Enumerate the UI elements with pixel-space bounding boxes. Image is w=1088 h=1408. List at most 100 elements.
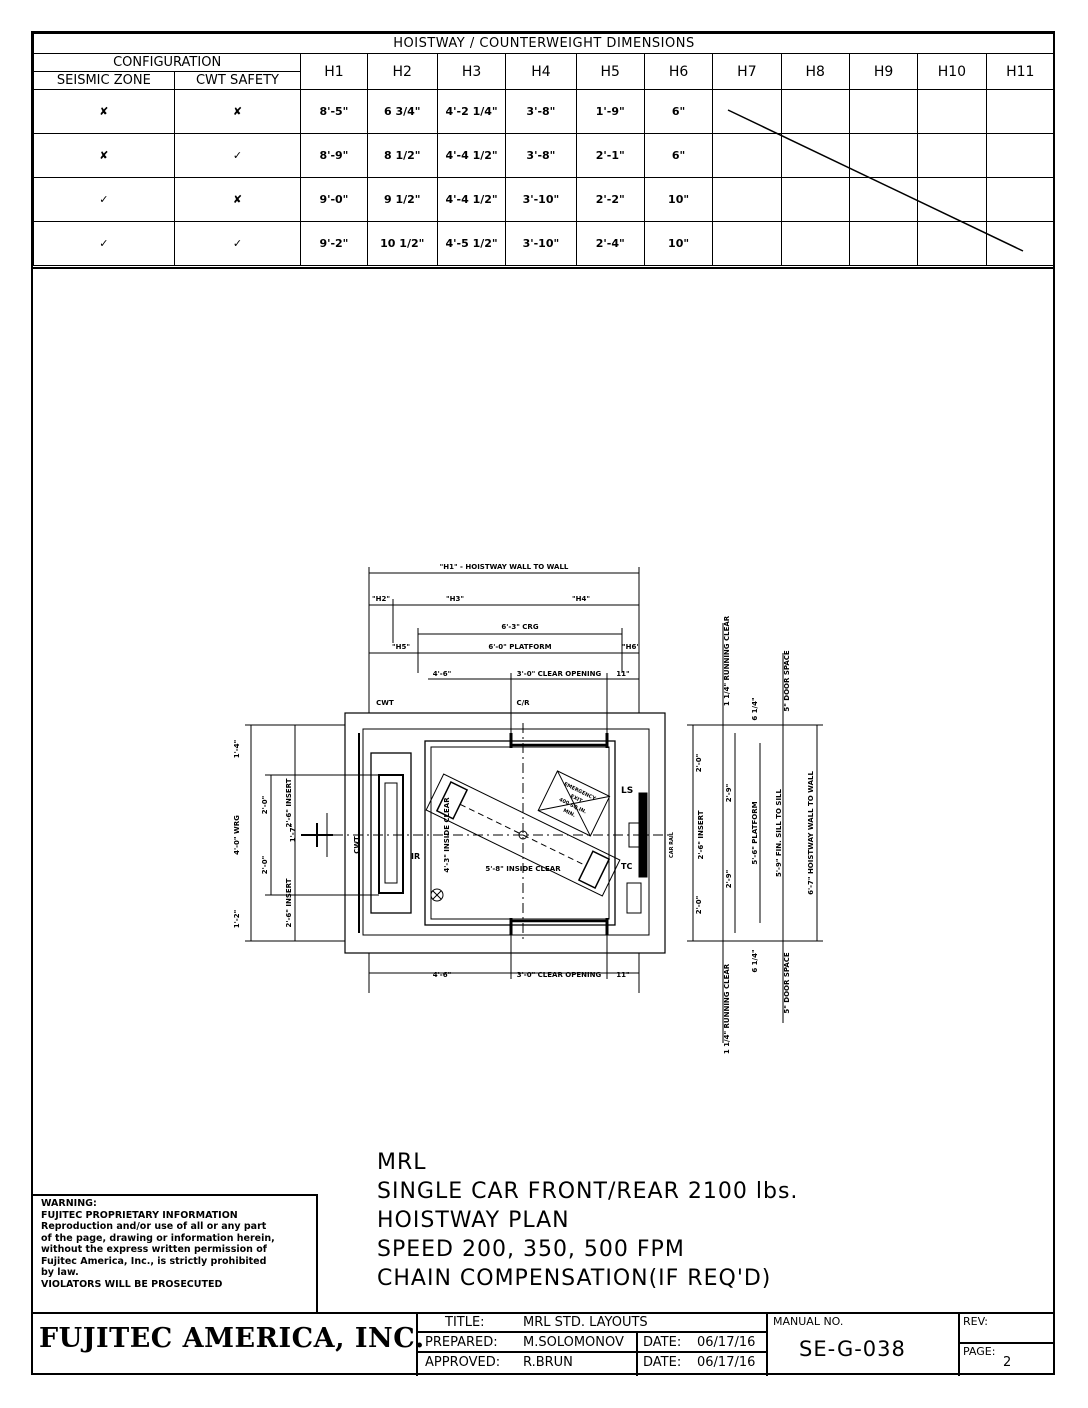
left-insert-top: 2'-6" INSERT <box>285 778 293 827</box>
left-dim-bottom: 1'-2" <box>233 910 241 928</box>
value-cell: 3'-8" <box>505 133 577 178</box>
h3-dim-label: "H3" <box>446 595 464 603</box>
hoistway-plan: "H1" - HOISTWAY WALL TO WALL "H2" "H3" "… <box>233 563 823 1054</box>
warning-right-rule <box>316 1194 318 1314</box>
title-label: TITLE: <box>445 1315 485 1330</box>
inside-clear-label: 5'-8" INSIDE CLEAR <box>485 865 561 873</box>
note-line: MRL <box>377 1150 427 1175</box>
rear-right-dim: 11" <box>616 971 629 979</box>
emergency-exit-line4: MIN. <box>562 808 576 819</box>
door-space-bottom: 5" DOOR SPACE <box>783 952 791 1014</box>
value-cell: 9 1/2" <box>366 177 438 222</box>
left-insert-bottom: 2'-6" INSERT <box>285 878 293 927</box>
h5-dim-label: "H5" <box>392 643 410 651</box>
right-dim-1: 2'-0" <box>695 754 703 772</box>
cwt-safety-cell: ✓ <box>173 133 302 178</box>
cwt-safety-cell: ✘ <box>173 177 302 222</box>
h2-dim-label: "H2" <box>372 595 390 603</box>
car-centerline-label: C/R <box>516 699 530 707</box>
ls-label: LS <box>621 786 633 796</box>
rev-label: REV: <box>963 1315 988 1328</box>
prepared-label: PREPARED: <box>425 1335 498 1350</box>
door-gap-bottom: 6 1/4" <box>751 949 759 972</box>
note-line: CHAIN COMPENSATION(IF REQ'D) <box>377 1266 772 1291</box>
sill-to-sill: 5'-9" FIN. SILL TO SILL <box>775 788 783 876</box>
door-gap-top: 6 1/4" <box>751 697 759 720</box>
warning-line: FUJITEC PROPRIETARY INFORMATION <box>41 1209 238 1221</box>
front-left-dim: 4'-6" <box>433 670 451 678</box>
note-line: SPEED 200, 350, 500 FPM <box>377 1237 685 1262</box>
warning-line: Reproduction and/or use of all or any pa… <box>41 1221 267 1232</box>
value-cell: 6" <box>643 89 714 134</box>
ir-label: IR <box>411 852 420 861</box>
company-logo: FUJITEC AMERICA, INC. <box>39 1323 425 1354</box>
value-cell: 4'-2 1/4" <box>436 89 507 134</box>
right-dim-2: 2'-9" <box>725 784 733 802</box>
value-cell: 2'-2" <box>575 177 645 222</box>
front-right-dim: 11" <box>616 670 629 678</box>
front-clear-opening-dim: 3'-0" CLEAR OPENING <box>517 670 602 678</box>
value-cell: 3'-10" <box>505 221 577 266</box>
cwt-safety-cell: ✓ <box>173 221 302 266</box>
value-cell: 1'-9" <box>575 89 645 134</box>
page-label: PAGE: <box>963 1345 996 1358</box>
right-insert: 2'-6" INSERT <box>697 810 705 859</box>
header-h5: H5 <box>575 53 645 90</box>
note-line: SINGLE CAR FRONT/REAR 2100 lbs. <box>377 1179 799 1204</box>
value-cell: 4'-4 1/2" <box>436 133 507 178</box>
car-rail-label: CAR RAIL <box>669 831 675 858</box>
table-row: ✓ ✓ 9'-2" 10 1/2" 4'-5 1/2" 3'-10" 2'-4"… <box>33 221 1056 266</box>
value-cell: 10 1/2" <box>366 221 438 266</box>
titleblock-date-divider <box>636 1331 638 1376</box>
titleblock-row-rule <box>416 1351 766 1353</box>
titleblock-page-rule <box>958 1342 1055 1344</box>
titleblock-top-rule <box>33 1312 1055 1314</box>
running-clear-bottom: 1 1/4" RUNNING CLEAR <box>723 963 731 1054</box>
warning-box: WARNING: FUJITEC PROPRIETARY INFORMATION… <box>41 1198 311 1290</box>
cwt-center-label: CWT <box>353 836 361 854</box>
cwt-safety-cell: ✘ <box>173 89 302 134</box>
seismic-cell: ✓ <box>33 221 175 266</box>
header-h3: H3 <box>436 53 507 90</box>
prepared-value: M.SOLOMONOV <box>523 1335 624 1350</box>
value-cell: 2'-4" <box>575 221 645 266</box>
seismic-zone-header: SEISMIC ZONE <box>33 71 175 90</box>
value-cell: 10" <box>643 177 714 222</box>
warning-line: VIOLATORS WILL BE PROSECUTED <box>41 1278 223 1290</box>
approved-value: R.BRUN <box>523 1355 573 1370</box>
rear-left-dim: 4'-6" <box>433 971 451 979</box>
seismic-cell: ✓ <box>33 177 175 222</box>
value-cell: 8'-9" <box>300 133 368 178</box>
value-cell: 9'-0" <box>300 177 368 222</box>
left-half-top: 2'-0" <box>261 796 269 814</box>
platform-depth: 5'-6" PLATFORM <box>751 801 759 864</box>
approved-label: APPROVED: <box>425 1355 501 1370</box>
value-cell: 4'-5 1/2" <box>436 221 507 266</box>
date-prepared-label: DATE: <box>643 1335 682 1350</box>
h6-dim-label: "H6" <box>622 643 640 651</box>
hoistway-depth: 6'-7" HOISTWAY WALL TO WALL <box>807 771 815 895</box>
warning-line: WARNING: <box>41 1198 97 1209</box>
value-cell: 3'-8" <box>505 89 577 134</box>
table-bottom-rule <box>33 267 1055 269</box>
date-approved-label: DATE: <box>643 1355 682 1370</box>
h1-dim-label: "H1" - HOISTWAY WALL TO WALL <box>440 563 569 571</box>
left-wrg-dim: 4'-0" WRG <box>233 815 241 855</box>
left-dim-top: 1'-4" <box>233 740 241 758</box>
note-line: HOISTWAY PLAN <box>377 1208 570 1233</box>
left-half-bottom: 2'-0" <box>261 856 269 874</box>
warning-top-rule <box>33 1194 317 1196</box>
page-number: 2 <box>1003 1355 1012 1370</box>
right-dim-5: 2'-0" <box>695 896 703 914</box>
titleblock-divider <box>416 1312 418 1376</box>
value-cell: 8 1/2" <box>366 133 438 178</box>
warning-line: of the page, drawing or information here… <box>41 1232 275 1244</box>
crg-dim-label: 6'-3" CRG <box>501 623 538 631</box>
warning-line: Fujitec America, Inc., is strictly prohi… <box>41 1255 267 1267</box>
inside-clear-vertical-label: 4'-3" INSIDE CLEAR <box>443 797 451 873</box>
titleblock-rev-divider <box>958 1312 960 1376</box>
header-h4: H4 <box>505 53 577 90</box>
header-h9: H9 <box>848 53 919 90</box>
manual-number: SE-G-038 <box>799 1337 906 1361</box>
platform-dim-label: 6'-0" PLATFORM <box>488 643 551 651</box>
